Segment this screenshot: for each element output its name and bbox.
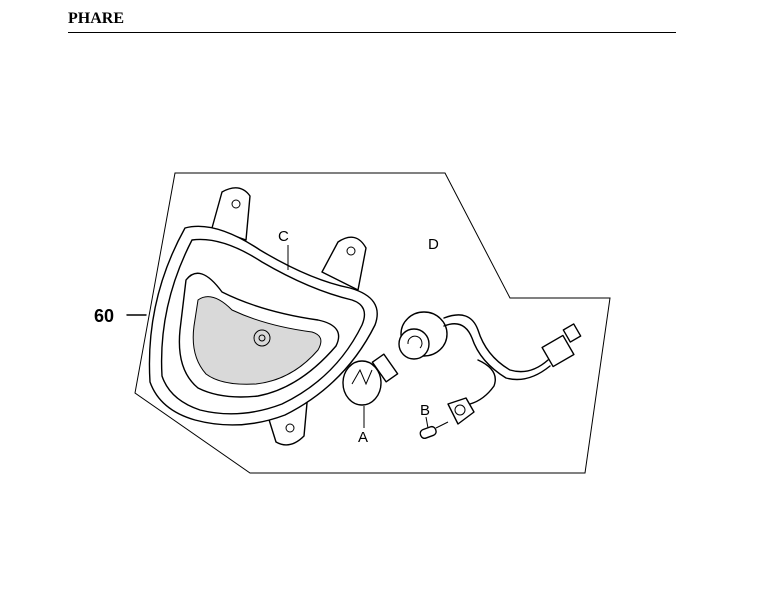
label-a: A [358,429,368,446]
wiring-harness [443,314,582,405]
label-c: C [278,228,289,245]
bulb-socket [398,311,448,360]
part-number-label: 60 [94,306,114,326]
label-b: B [420,402,430,419]
title-underline [68,32,676,33]
page-title: PHARE [68,10,124,27]
headlight-housing [148,187,378,446]
label-d: D [428,236,439,253]
main-bulb [342,353,399,406]
assembly-outline [134,172,611,474]
position-bulb [419,397,475,440]
label-b-leader [425,416,429,429]
